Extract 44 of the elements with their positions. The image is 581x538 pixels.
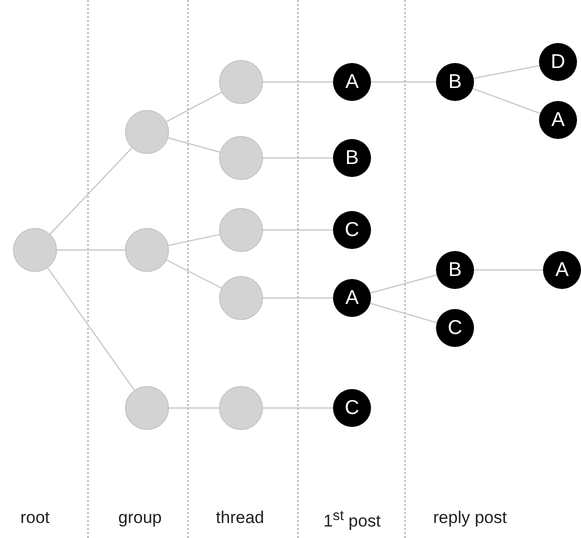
connector-line (263, 157, 333, 159)
connector-line (474, 65, 540, 79)
post-circle: A (539, 101, 577, 139)
connector-line (50, 148, 132, 234)
connector-line (472, 88, 540, 114)
connector-line (371, 81, 436, 83)
post-circle: C (333, 389, 371, 427)
connector-line (166, 92, 222, 122)
post-circle: C (333, 211, 371, 249)
node-circle (219, 208, 263, 252)
column-label: thread (216, 508, 264, 528)
column-label: reply post (433, 508, 507, 528)
node-circle (125, 228, 169, 272)
connector-line (169, 407, 219, 409)
post-circle: A (333, 279, 371, 317)
post-circle: A (543, 251, 581, 289)
connector-line (263, 81, 333, 83)
post-circle: B (333, 139, 371, 177)
connector-line (168, 234, 220, 246)
connector-line (166, 259, 222, 289)
node-circle (219, 60, 263, 104)
node-circle (219, 386, 263, 430)
post-circle: C (436, 309, 474, 347)
column-label: 1$^{st}$ post (323, 508, 381, 532)
node-circle (219, 276, 263, 320)
post-circle: B (436, 63, 474, 101)
post-circle: A (333, 63, 371, 101)
node-circle (219, 136, 263, 180)
connector-line (263, 297, 333, 299)
connector-line (263, 229, 333, 231)
node-circle (125, 386, 169, 430)
connector-line (474, 269, 543, 271)
connector-line (263, 407, 333, 409)
post-circle: B (436, 251, 474, 289)
node-circle (125, 110, 169, 154)
connector-line (168, 137, 220, 153)
post-circle: D (539, 43, 577, 81)
node-circle (13, 228, 57, 272)
connector-line (370, 274, 437, 294)
connector-line (47, 268, 135, 390)
column-label: root (20, 508, 50, 528)
connector-line (57, 249, 125, 251)
connector-line (370, 302, 437, 324)
column-label: group (118, 508, 162, 528)
